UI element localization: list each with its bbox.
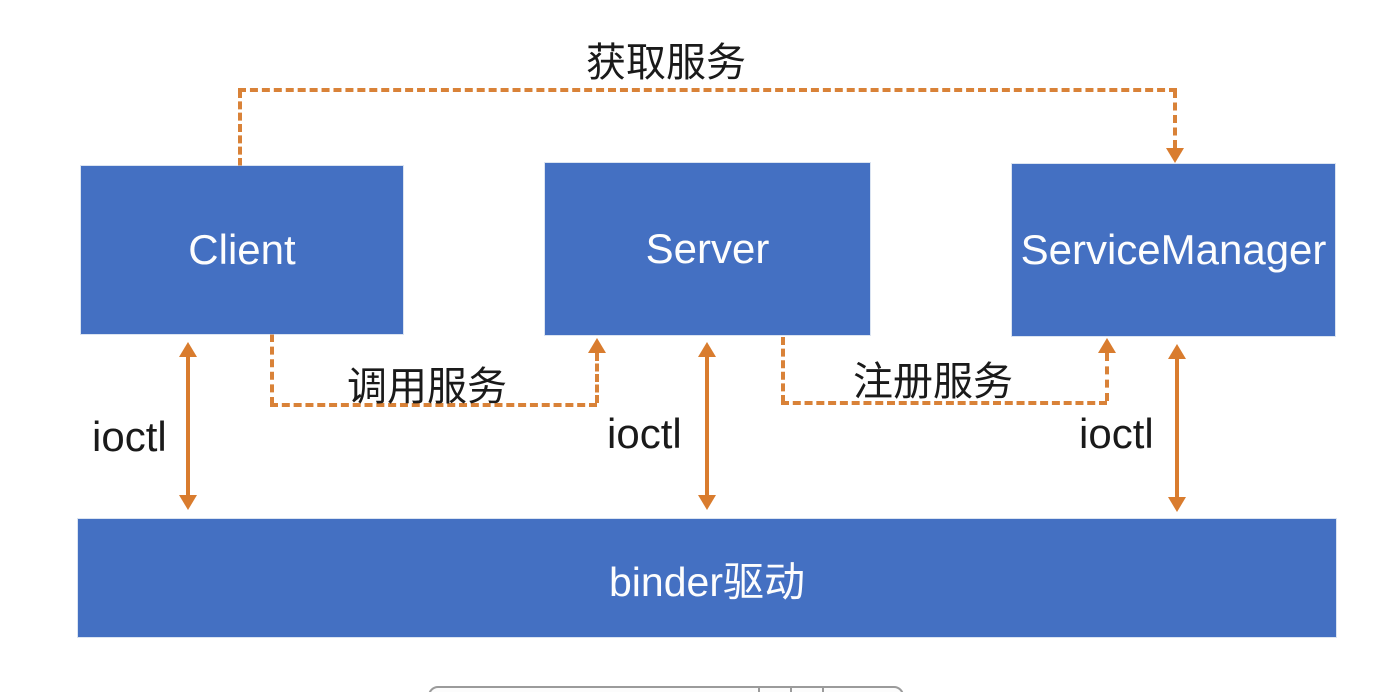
- media-control-bar-divider: [822, 688, 824, 692]
- server-node: Server: [545, 163, 870, 335]
- binder-driver-node-label: binder驱动: [609, 559, 805, 605]
- ioctl-servicemanager-arrowhead-bottom-icon: [1168, 497, 1186, 512]
- ioctl-servicemanager-arrowhead-top-icon: [1168, 344, 1186, 359]
- ioctl-servicemanager-arrow: [1175, 358, 1179, 498]
- ioctl-client-arrowhead-top-icon: [179, 342, 197, 357]
- servicemanager-node: ServiceManager: [1012, 164, 1335, 336]
- ioctl-client-arrowhead-bottom-icon: [179, 495, 197, 510]
- call-service-label: 调用服务: [347, 365, 507, 409]
- ioctl-server-arrowhead-top-icon: [698, 342, 716, 357]
- call-service-line-right: [595, 353, 599, 403]
- ioctl-client-arrow: [186, 356, 190, 496]
- register-service-line-right: [1105, 353, 1109, 401]
- register-service-label: 注册服务: [853, 360, 1013, 404]
- ioctl-servicemanager-label: ioctl: [1079, 410, 1154, 457]
- ioctl-server-arrow: [705, 356, 709, 496]
- client-node-label: Client: [188, 226, 296, 273]
- media-control-bar[interactable]: [428, 686, 904, 692]
- servicemanager-node-label: ServiceManager: [1020, 226, 1327, 273]
- register-service-arrowhead-icon: [1098, 338, 1116, 353]
- server-node-label: Server: [645, 225, 770, 272]
- call-service-line-bottom: [270, 403, 597, 407]
- media-control-bar-divider: [758, 688, 760, 692]
- call-service-arrowhead-icon: [588, 338, 606, 353]
- ioctl-server-label: ioctl: [607, 410, 682, 457]
- register-service-line-left: [781, 337, 785, 403]
- call-service-line-left: [270, 334, 274, 405]
- binder-driver-node: binder驱动: [78, 519, 1336, 637]
- get-service-label: 获取服务: [586, 41, 746, 85]
- get-service-line-left: [238, 90, 242, 166]
- get-service-line-right: [1173, 90, 1177, 148]
- client-node: Client: [81, 166, 403, 334]
- ioctl-server-arrowhead-bottom-icon: [698, 495, 716, 510]
- get-service-line-top: [238, 88, 1177, 92]
- media-control-bar-divider: [790, 688, 792, 692]
- register-service-line-bottom: [781, 401, 1107, 405]
- ioctl-client-label: ioctl: [92, 413, 167, 460]
- get-service-arrowhead-icon: [1166, 148, 1184, 163]
